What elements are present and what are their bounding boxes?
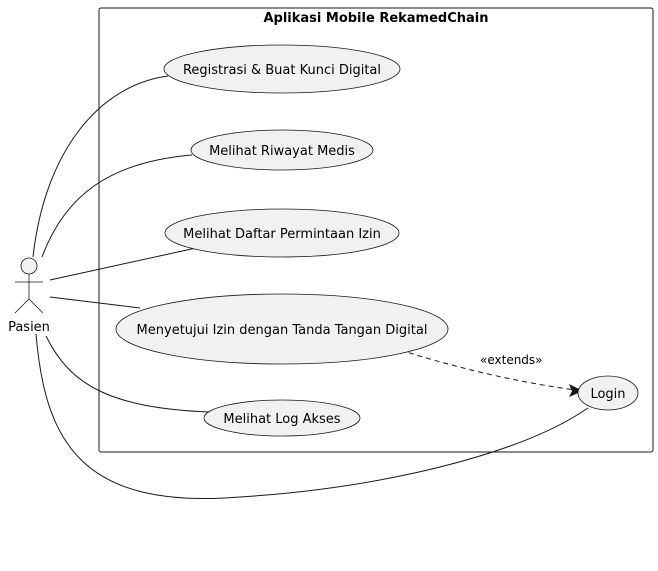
extends-line	[399, 349, 577, 391]
actor-leg-right	[28, 298, 44, 314]
extends-arrowhead	[569, 384, 583, 397]
use-case-daftar-izin-label: Melihat Daftar Permintaan Izin	[183, 227, 381, 242]
association-setujui-izin	[49, 296, 141, 309]
use-case-setujui-izin: Menyetujui Izin dengan Tanda Tangan Digi…	[115, 293, 449, 365]
association-registrasi	[32, 75, 169, 258]
use-case-log-akses-label: Melihat Log Akses	[223, 412, 340, 427]
use-case-registrasi-label: Registrasi & Buat Kunci Digital	[183, 63, 381, 78]
use-case-riwayat: Melihat Riwayat Medis	[190, 129, 374, 171]
actor-pasien: Pasien	[8, 257, 50, 335]
use-case-riwayat-label: Melihat Riwayat Medis	[209, 144, 355, 159]
actor-leg-left	[14, 298, 30, 314]
use-case-setujui-izin-label: Menyetujui Izin dengan Tanda Tangan Digi…	[137, 323, 428, 338]
use-case-login: Login	[577, 375, 639, 411]
use-case-log-akses: Melihat Log Akses	[203, 399, 361, 437]
system-title: Aplikasi Mobile RekamedChain	[263, 11, 488, 26]
actor-head-icon	[20, 257, 38, 275]
association-daftar-izin	[49, 247, 197, 281]
association-riwayat	[41, 154, 193, 258]
association-login	[35, 333, 589, 499]
extends-label: «extends»	[480, 353, 543, 367]
actor-name: Pasien	[8, 320, 50, 335]
use-case-daftar-izin: Melihat Daftar Permintaan Izin	[164, 208, 400, 258]
use-case-registrasi: Registrasi & Buat Kunci Digital	[163, 44, 401, 94]
associations	[32, 75, 589, 499]
system-boundary: Aplikasi Mobile RekamedChain	[98, 7, 654, 453]
extends-relation: «extends»	[399, 349, 583, 397]
association-log-akses	[45, 335, 211, 413]
use-case-login-label: Login	[590, 387, 625, 402]
